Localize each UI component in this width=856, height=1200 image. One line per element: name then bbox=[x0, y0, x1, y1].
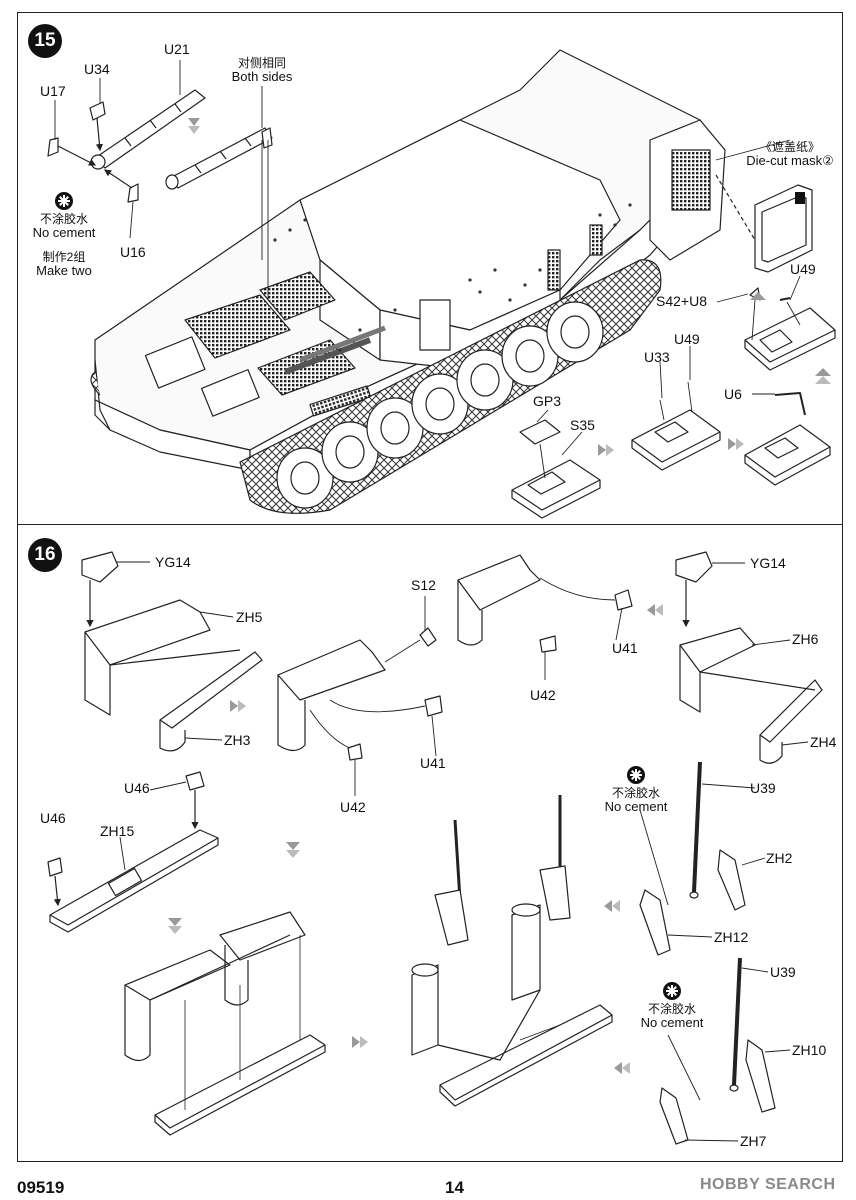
label-u6: U6 bbox=[724, 386, 742, 402]
label-u16: U16 bbox=[120, 244, 146, 260]
leader-lines bbox=[54, 60, 809, 1142]
mask-en: Die-cut mask② bbox=[746, 153, 834, 168]
rod-assemblies bbox=[639, 761, 776, 1145]
label-u33: U33 bbox=[644, 349, 670, 365]
label-zh12: ZH12 bbox=[714, 929, 749, 945]
make-two-en: Make two bbox=[36, 263, 92, 278]
label-zh3: ZH3 bbox=[224, 732, 251, 748]
mask-door bbox=[715, 174, 813, 273]
label-u49-b: U49 bbox=[674, 331, 700, 347]
step-divider bbox=[17, 524, 843, 525]
no-cement-cn: 不涂胶水 bbox=[647, 1002, 696, 1016]
no-cement-icon bbox=[55, 192, 73, 210]
page-number: 14 bbox=[445, 1178, 464, 1197]
label-zh7: ZH7 bbox=[740, 1133, 767, 1149]
step-15-number: 15 bbox=[28, 24, 62, 58]
label-zh6: ZH6 bbox=[792, 631, 819, 647]
hatch-assemblies bbox=[511, 287, 836, 519]
barrel-parts-u21 bbox=[90, 89, 273, 190]
label-u41-a: U41 bbox=[612, 640, 638, 656]
label-s42-u8: S42+U8 bbox=[656, 293, 707, 309]
label-u21: U21 bbox=[164, 41, 190, 57]
instruction-frame bbox=[17, 12, 843, 1162]
note-no-cement-16a: 不涂胶水 No cement bbox=[590, 766, 682, 814]
no-cement-cn: 不涂胶水 bbox=[611, 786, 660, 800]
label-u42-b: U42 bbox=[340, 799, 366, 815]
label-s12: S12 bbox=[411, 577, 436, 593]
frame-middle bbox=[277, 554, 633, 761]
mask-cn: 《遮盖纸》 bbox=[759, 140, 820, 154]
note-die-cut-mask: 《遮盖纸》 Die-cut mask② bbox=[742, 140, 838, 168]
label-u42-a: U42 bbox=[530, 687, 556, 703]
no-cement-icon bbox=[627, 766, 645, 784]
label-zh15: ZH15 bbox=[100, 823, 135, 839]
vehicle-tracks bbox=[90, 259, 662, 514]
base-plate-zh15 bbox=[47, 771, 219, 933]
assembly-lower-left bbox=[124, 911, 326, 1136]
label-yg14-a: YG14 bbox=[155, 554, 191, 570]
note-both-sides-en: Both sides bbox=[231, 69, 293, 84]
step16-flow-arrows bbox=[168, 604, 663, 1074]
frame-zh6-zh4 bbox=[675, 551, 823, 764]
no-cement-en: No cement bbox=[640, 1015, 704, 1030]
label-u34: U34 bbox=[84, 61, 110, 77]
no-cement-en: No cement bbox=[32, 225, 96, 240]
make-two-cn: 制作2组 bbox=[42, 250, 86, 264]
note-make-two: 制作2组 Make two bbox=[18, 250, 110, 278]
label-gp3: GP3 bbox=[533, 393, 562, 409]
label-zh10: ZH10 bbox=[792, 1042, 827, 1058]
watermark: HOBBY SEARCH bbox=[700, 1176, 836, 1193]
label-u39-b: U39 bbox=[770, 964, 796, 980]
note-no-cement-16b: 不涂胶水 No cement bbox=[626, 982, 718, 1030]
label-u17: U17 bbox=[40, 83, 66, 99]
label-zh4: ZH4 bbox=[810, 734, 837, 750]
assembly-center bbox=[411, 795, 613, 1107]
note-both-sides: 对侧相同 Both sides bbox=[222, 56, 302, 84]
no-cement-icon bbox=[663, 982, 681, 1000]
label-u46-a: U46 bbox=[124, 780, 150, 796]
product-code: 09519 bbox=[17, 1178, 65, 1197]
note-both-sides-cn: 对侧相同 bbox=[237, 56, 286, 70]
label-zh2: ZH2 bbox=[766, 850, 793, 866]
note-no-cement-15: 不涂胶水 No cement bbox=[18, 192, 110, 240]
no-cement-cn: 不涂胶水 bbox=[39, 212, 88, 226]
label-yg14-b: YG14 bbox=[750, 555, 786, 571]
no-cement-en: No cement bbox=[604, 799, 668, 814]
label-u49-a: U49 bbox=[790, 261, 816, 277]
label-u46-b: U46 bbox=[40, 810, 66, 826]
step15-flow-arrows bbox=[188, 118, 831, 456]
label-zh5: ZH5 bbox=[236, 609, 263, 625]
label-u41-b: U41 bbox=[420, 755, 446, 771]
label-u39-a: U39 bbox=[750, 780, 776, 796]
frame-zh5-zh3 bbox=[81, 551, 263, 752]
step-16-number: 16 bbox=[28, 538, 62, 572]
label-s35: S35 bbox=[570, 417, 595, 433]
